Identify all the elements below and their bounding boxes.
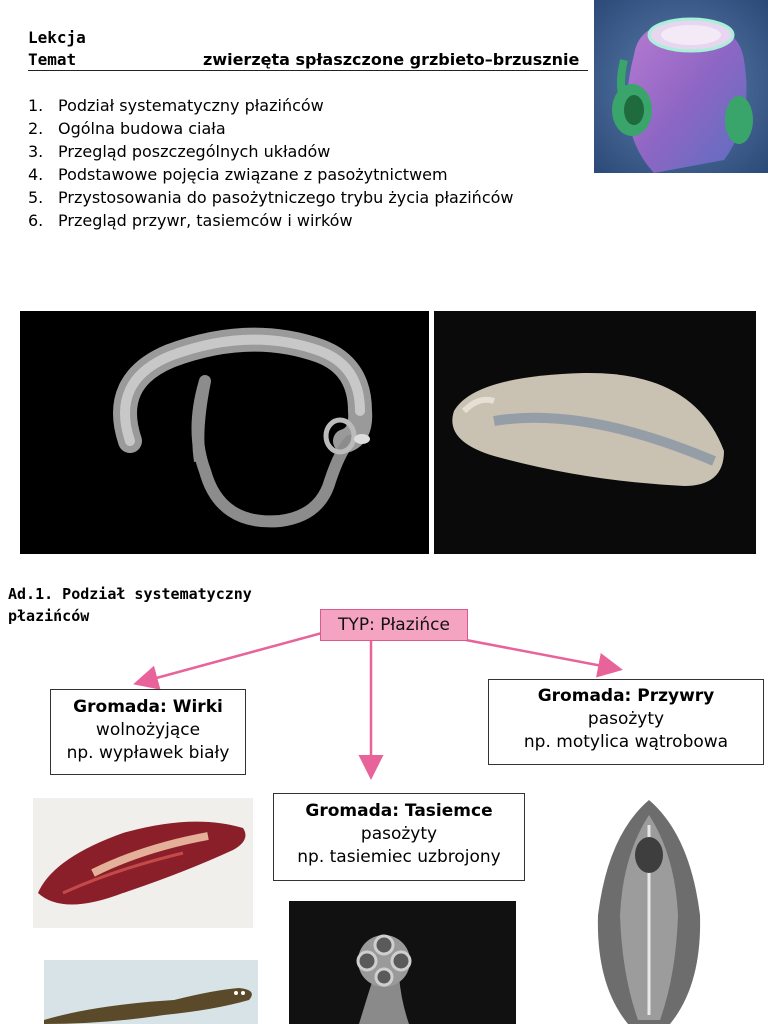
class-description: pasożyty <box>360 824 438 844</box>
planarian-photo <box>44 960 258 1024</box>
arrow-to-wirki <box>133 631 323 690</box>
list-item: 5.Przystosowania do pasożytniczego trybu… <box>28 188 514 207</box>
planarian-stained-photo <box>33 798 253 928</box>
tapeworm-scolex-sem-photo <box>289 901 516 1024</box>
lesson-label: Lekcja <box>28 28 86 47</box>
list-item: 6.Przegląd przywr, tasiemców i wirków <box>28 211 353 230</box>
class-description: pasożyty <box>587 709 665 729</box>
class-example: np. motylica wątrobowa <box>523 732 729 752</box>
topic-title: zwierzęta spłaszczone grzbieto–brzusznie <box>203 50 580 69</box>
section-heading-line1: Ad.1. Podział systematyczny <box>8 585 252 603</box>
phylum-box: TYP: Płazińce <box>320 609 468 641</box>
class-example: np. tasiemiec uzbrojony <box>297 847 501 867</box>
class-title: Gromada: Tasiemce <box>305 801 493 821</box>
class-example: np. wypławek biały <box>66 743 230 763</box>
list-item: 3.Przegląd poszczególnych układów <box>28 142 331 161</box>
header-divider <box>28 70 588 71</box>
lesson-outline: 1.Podział systematyczny płazińców 2.Ogól… <box>28 94 513 232</box>
section-heading: Ad.1. Podział systematyczny płazińców <box>8 583 252 627</box>
section-heading-line2: płazińców <box>8 607 90 625</box>
class-title: Gromada: Przywry <box>537 686 715 706</box>
arrow-to-przywry <box>465 638 623 678</box>
class-box-tasiemce: Gromada: Tasiemce pasożyty np. tasiemiec… <box>273 793 525 881</box>
list-item: 4.Podstawowe pojęcia związane z pasożytn… <box>28 165 448 184</box>
liver-fluke-photo <box>590 795 708 1024</box>
topic-label: Temat <box>28 50 77 69</box>
flatworm-photo <box>434 311 756 554</box>
class-title: Gromada: Wirki <box>73 697 223 717</box>
list-item: 2.Ogólna budowa ciała <box>28 119 226 138</box>
class-description: wolnożyjące <box>95 720 201 740</box>
class-box-przywry: Gromada: Przywry pasożyty np. motylica w… <box>488 679 764 765</box>
list-item: 1.Podział systematyczny płazińców <box>28 96 324 115</box>
class-box-wirki: Gromada: Wirki wolnożyjące np. wypławek … <box>50 689 246 775</box>
tapeworm-scolex-photo <box>594 0 768 173</box>
schistosoma-photo <box>20 311 429 554</box>
